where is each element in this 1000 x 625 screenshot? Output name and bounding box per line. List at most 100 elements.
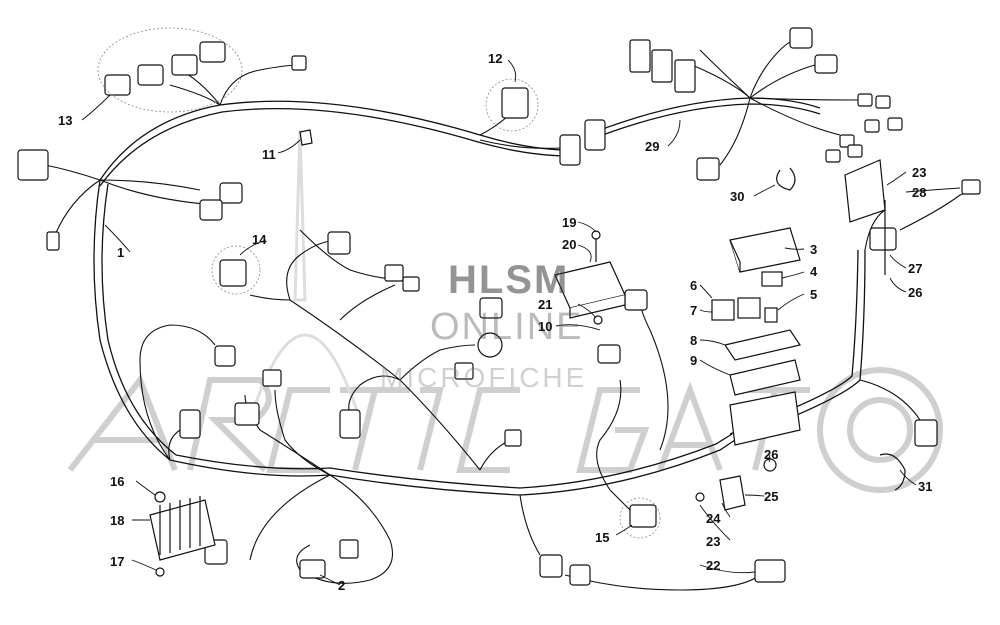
fuse-block (729, 391, 801, 446)
callout-15: 15 (595, 530, 610, 545)
connector-13d (199, 41, 226, 63)
fuse-cover-8 (724, 329, 801, 361)
connector-mid-c (402, 276, 420, 292)
callout-11: 11 (262, 147, 276, 162)
connector-29j (875, 95, 891, 109)
connector-mid-a (327, 231, 351, 255)
connector-29m (887, 117, 903, 131)
screw-19 (591, 230, 601, 240)
callout-14: 14 (252, 232, 267, 247)
bracket-23-top (844, 159, 886, 223)
connector-22c (754, 559, 786, 583)
connector-2b (299, 559, 326, 579)
callout-29: 29 (645, 139, 660, 154)
callout-31: 31 (918, 479, 933, 494)
nut-16 (154, 491, 166, 503)
screw-23 (695, 492, 705, 502)
connector-left-mid (214, 345, 236, 367)
callout-24: 24 (706, 511, 721, 526)
connector-center-a (234, 402, 260, 426)
callout-22: 22 (706, 558, 721, 573)
callout-23-top: 23 (912, 165, 927, 180)
connector-center-c (339, 409, 361, 439)
callout-5: 5 (810, 287, 818, 302)
nut-26 (763, 458, 777, 472)
callout-1: 1 (117, 245, 125, 260)
callout-12: 12 (488, 51, 503, 66)
connector-29b (584, 119, 606, 151)
connector-29f (629, 39, 651, 73)
relay-27 (869, 227, 897, 251)
callout-25: 25 (764, 489, 779, 504)
callout-7: 7 (690, 303, 698, 318)
screw-17 (155, 567, 165, 577)
group-15 (619, 497, 661, 539)
connector-13a (104, 74, 131, 96)
fuse-box-assembly (711, 227, 801, 446)
connector-round (477, 332, 503, 358)
connector-22a (539, 554, 563, 578)
callout-23-bottom: 23 (706, 534, 721, 549)
grouping-outlines (97, 27, 661, 539)
connector-left-plug (46, 231, 60, 251)
module-20 (554, 230, 626, 325)
connector-2 (339, 539, 359, 559)
connector-mid-d (479, 297, 503, 319)
fuse-box-cover-3-side (729, 239, 741, 272)
callout-30: 30 (730, 189, 745, 204)
callout-13: 13 (58, 113, 73, 128)
connector-29o (847, 144, 863, 158)
callout-26-bottom: 26 (764, 447, 779, 462)
connector-12 (501, 87, 529, 119)
connector-center-b (262, 369, 282, 387)
callout-6: 6 (690, 278, 698, 293)
connector-29d (789, 27, 813, 49)
connector-29h (674, 59, 696, 93)
fuse-4 (761, 271, 783, 287)
callout-20: 20 (562, 237, 577, 252)
callout-18: 18 (110, 513, 125, 528)
relay-6 (711, 299, 735, 321)
connector-29c (696, 157, 720, 181)
connector-mid-b (384, 264, 404, 282)
clamp-30 (776, 167, 796, 191)
callout-2: 2 (338, 578, 346, 593)
connector-right-mid-b (597, 344, 621, 364)
watermark-line-1: HLSM (448, 258, 570, 302)
connector-15 (629, 504, 657, 528)
callout-21: 21 (538, 297, 553, 312)
grommet-31 (879, 453, 906, 491)
callout-3: 3 (810, 242, 818, 257)
callout-19: 19 (562, 215, 577, 230)
connector-left-low (179, 409, 201, 439)
connector-29k (839, 134, 855, 148)
callout-8: 8 (690, 333, 698, 348)
group-13 (97, 27, 243, 113)
hardware-parts (299, 129, 906, 511)
callout-26-top: 26 (908, 285, 923, 300)
connector-22b (569, 564, 591, 586)
watermark-line-3: MICROFICHE (380, 362, 588, 393)
connector-left-top (17, 149, 49, 181)
callout-9: 9 (690, 353, 698, 368)
watermark-line-2: ONLINE (430, 306, 584, 348)
connector-mid-e (454, 362, 474, 380)
group-14 (211, 245, 261, 295)
branch-wires (44, 37, 976, 591)
callout-16: 16 (110, 474, 125, 489)
callout-17: 17 (110, 554, 125, 569)
connector-29l (864, 119, 880, 133)
fuse-5 (764, 307, 778, 323)
connector-29n (825, 149, 841, 163)
connector-dual-b (199, 199, 223, 221)
connector-28 (961, 179, 981, 195)
connector-top-small (291, 55, 307, 71)
connector-29a (559, 134, 581, 166)
bracket-25 (719, 475, 746, 511)
leader-lines (81, 59, 961, 586)
connectors (17, 27, 981, 586)
connector-right-low (914, 419, 938, 447)
callout-10: 10 (538, 319, 553, 334)
